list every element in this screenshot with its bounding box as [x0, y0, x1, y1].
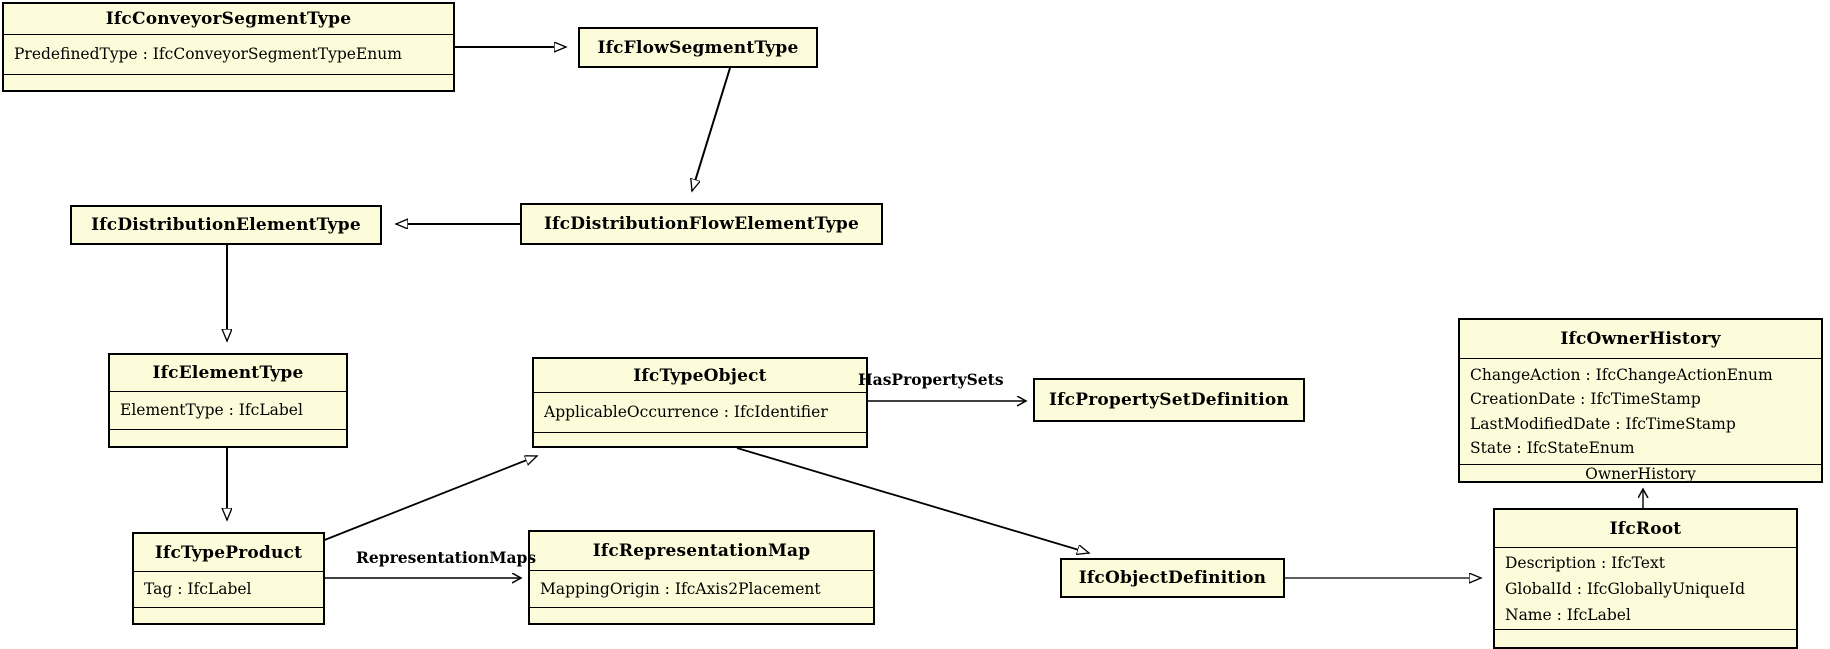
class-title: IfcPropertySetDefinition [1049, 390, 1289, 410]
attribute-line: State : IfcStateEnum [1470, 439, 1635, 457]
class-empty-compartment [110, 429, 346, 446]
class-attributes: Description : IfcText GlobalId : IfcGlob… [1495, 547, 1796, 629]
class-ifctypeobject: IfcTypeObject ApplicableOccurrence : Ifc… [532, 357, 868, 448]
class-ifcownerhistory: IfcOwnerHistory ChangeAction : IfcChange… [1458, 318, 1823, 483]
attribute-line: MappingOrigin : IfcAxis2Placement [540, 579, 821, 598]
class-ifcdistributionflowelementtype: IfcDistributionFlowElementType [520, 203, 883, 245]
generalization-typeproduct-to-typeobject [321, 456, 537, 542]
class-ifcdistributionelementtype: IfcDistributionElementType [70, 205, 382, 245]
class-empty-compartment [134, 607, 323, 623]
class-attributes: ElementType : IfcLabel [110, 391, 346, 429]
attribute-line: Tag : IfcLabel [144, 580, 252, 598]
class-empty-compartment [530, 607, 873, 623]
class-attributes: ApplicableOccurrence : IfcIdentifier [534, 392, 866, 432]
attribute-line: ChangeAction : IfcChangeActionEnum [1470, 365, 1773, 384]
class-ifcpropertysetdefinition: IfcPropertySetDefinition [1033, 378, 1305, 422]
class-attributes: PredefinedType : IfcConveyorSegmentTypeE… [4, 34, 453, 74]
class-ifcelementtype: IfcElementType ElementType : IfcLabel [108, 353, 348, 448]
class-ifcroot: IfcRoot Description : IfcText GlobalId :… [1493, 508, 1798, 649]
attribute-line: GlobalId : IfcGloballyUniqueId [1505, 579, 1746, 598]
attribute-line: LastModifiedDate : IfcTimeStamp [1470, 414, 1736, 433]
class-ifcconveyorsegmenttype: IfcConveyorSegmentType PredefinedType : … [2, 2, 455, 92]
class-ifcrepresentationmap: IfcRepresentationMap MappingOrigin : Ifc… [528, 530, 875, 625]
class-empty-compartment [1495, 629, 1796, 647]
class-title: IfcConveyorSegmentType [105, 9, 352, 29]
class-title: IfcDistributionFlowElementType [543, 214, 860, 234]
class-title: IfcDistributionElementType [91, 215, 361, 235]
class-title: IfcOwnerHistory [1560, 329, 1721, 349]
attribute-line: Name : IfcLabel [1505, 605, 1631, 624]
class-ifcflowsegmenttype: IfcFlowSegmentType [578, 27, 818, 68]
attribute-line: Description : IfcText [1505, 553, 1665, 572]
generalization-flowsegment-to-distflowelement [692, 67, 731, 191]
class-title: IfcTypeObject [633, 365, 767, 386]
class-attributes: Tag : IfcLabel [134, 571, 323, 607]
class-ifcobjectdefinition: IfcObjectDefinition [1060, 558, 1285, 598]
attribute-line: ElementType : IfcLabel [120, 401, 303, 419]
class-title: IfcTypeProduct [154, 542, 303, 563]
class-title: IfcObjectDefinition [1078, 568, 1267, 588]
edge-label-representationmaps: RepresentationMaps [356, 548, 537, 567]
attribute-line: ApplicableOccurrence : IfcIdentifier [544, 403, 828, 421]
class-empty-compartment [4, 74, 453, 90]
class-attributes: ChangeAction : IfcChangeActionEnum Creat… [1460, 358, 1821, 464]
class-title: IfcElementType [152, 363, 304, 383]
class-ifctypeproduct: IfcTypeProduct Tag : IfcLabel [132, 532, 325, 625]
class-title: IfcFlowSegmentType [597, 37, 799, 58]
edge-label-haspropertysets: HasPropertySets [858, 370, 1004, 389]
class-empty-compartment [534, 432, 866, 446]
class-title: IfcRoot [1609, 518, 1682, 539]
class-title: IfcRepresentationMap [592, 541, 811, 561]
class-attributes: MappingOrigin : IfcAxis2Placement [530, 570, 873, 607]
class-role-compartment: OwnerHistory [1460, 464, 1821, 483]
attribute-line: PredefinedType : IfcConveyorSegmentTypeE… [14, 45, 402, 63]
attribute-line: CreationDate : IfcTimeStamp [1470, 390, 1701, 408]
